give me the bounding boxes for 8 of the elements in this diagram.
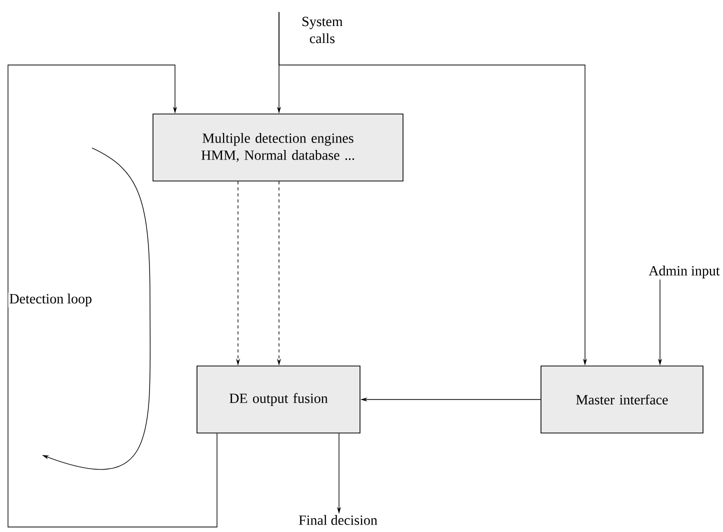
bare-text: Final decision <box>298 515 378 525</box>
process-box: Master interface <box>540 366 704 434</box>
bare-text: Admin input <box>648 266 720 278</box>
bare-text: System calls <box>302 16 343 44</box>
loop-label: Detection loop <box>8 292 94 308</box>
process-box: DE output fusion <box>196 366 360 434</box>
arrow <box>8 64 218 528</box>
process-box: Multiple detection engines HMM, Normal database ... <box>152 114 404 182</box>
